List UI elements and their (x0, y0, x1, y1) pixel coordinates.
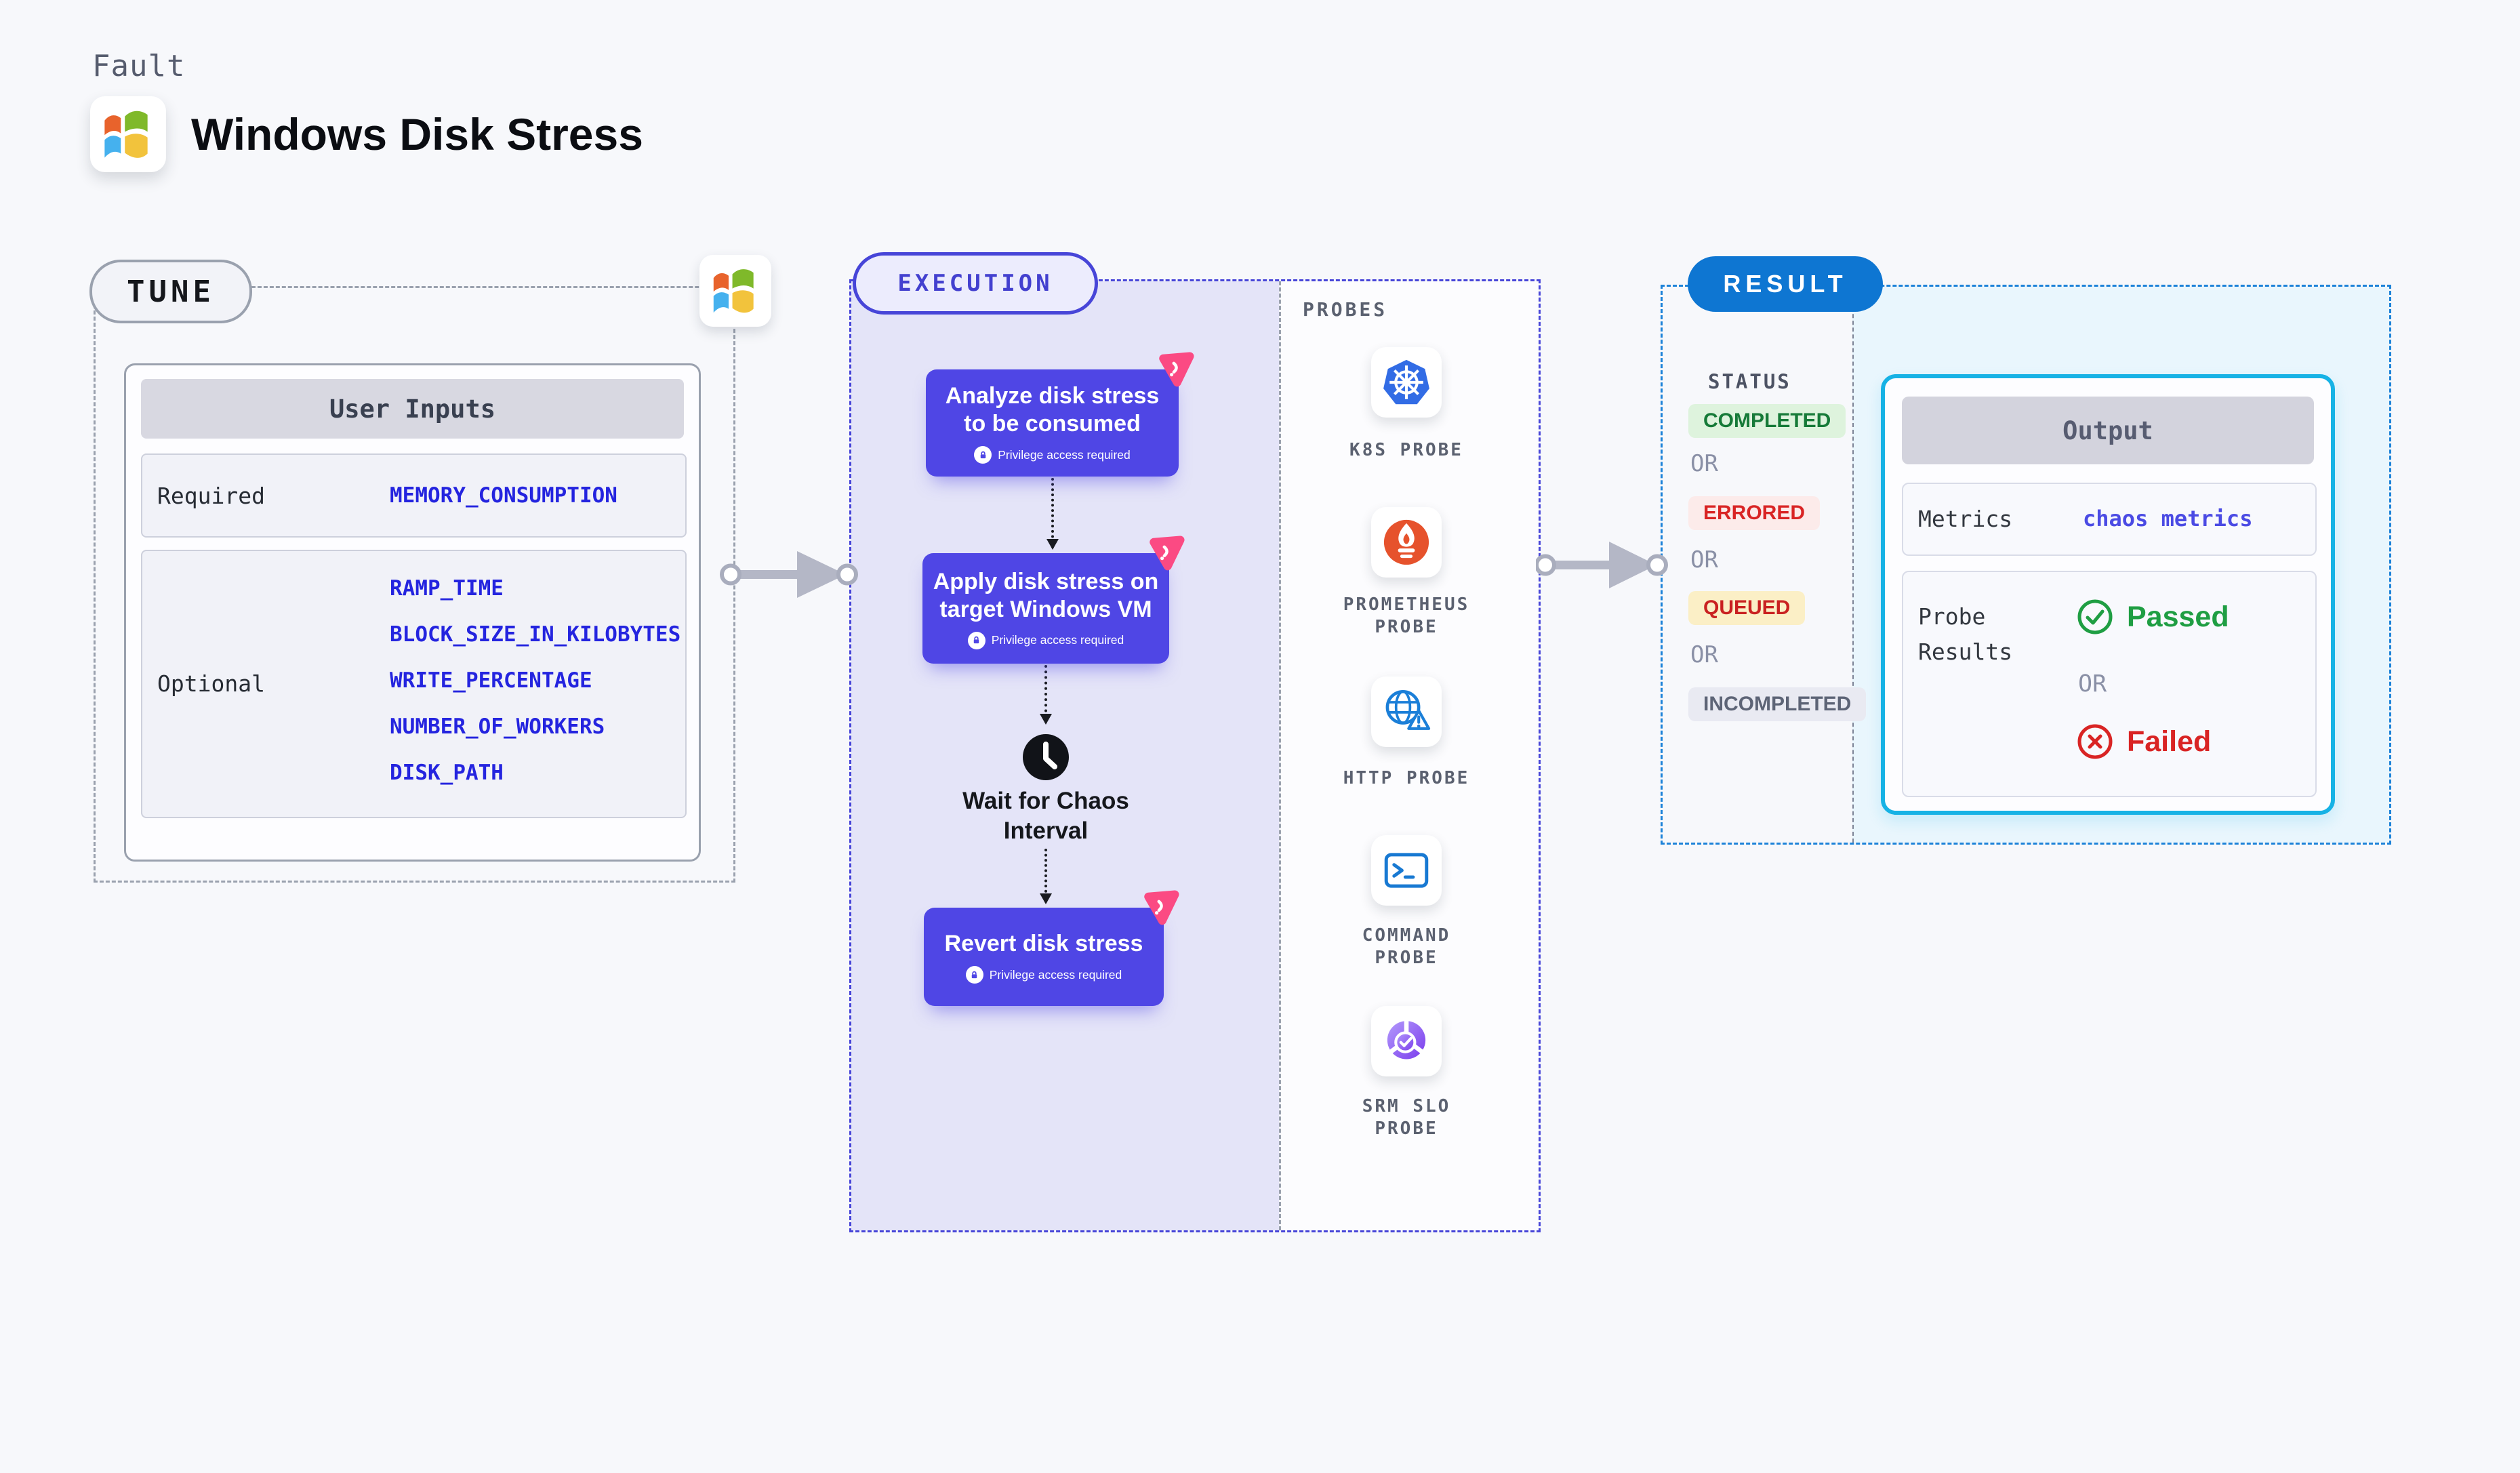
or-label: OR (1690, 546, 1718, 573)
metrics-row: Metrics chaos metrics (1902, 483, 2317, 556)
step-analyze-disk-stress: Analyze disk stress to be consumed Privi… (926, 352, 1194, 477)
status-title: STATUS (1708, 370, 1791, 393)
required-label: Required (157, 483, 265, 509)
connector-step2-wait (1040, 665, 1052, 725)
step-title: Analyze disk stress to be consumed (945, 383, 1160, 437)
slo-donut-icon (1387, 1018, 1426, 1060)
user-inputs-card: User Inputs Required MEMORY_CONSUMPTION … (124, 363, 701, 862)
output-card: Output Metrics chaos metrics Probe Resul… (1881, 374, 2335, 815)
status-badge-errored: ERRORED (1688, 496, 1821, 530)
execution-to-result-arrow (1536, 542, 1668, 588)
lock-icon (974, 446, 992, 464)
http-probe-label: HTTP PROBE (1343, 768, 1470, 788)
optional-params-row: Optional RAMP_TIME BLOCK_SIZE_IN_KILOBYT… (141, 550, 687, 818)
k8s-probe-label: K8S PROBE (1349, 440, 1463, 460)
k8s-probe-card (1371, 347, 1442, 418)
connector-step1-step2 (1046, 478, 1059, 550)
chaos-experiment-icon (1153, 349, 1196, 392)
failed-x-icon (2076, 723, 2114, 761)
prometheus-probe-label: PROMETHEUS PROBE (1343, 594, 1470, 637)
kubernetes-icon (1383, 359, 1429, 405)
step-revert-disk-stress: Revert disk stress Privilege access requ… (924, 890, 1179, 1006)
metrics-value: chaos metrics (2083, 506, 2253, 531)
optional-label: Optional (157, 670, 265, 697)
chaos-experiment-icon (1143, 533, 1187, 576)
param-number-of-workers: NUMBER_OF_WORKERS (390, 714, 605, 739)
param-memory-consumption: MEMORY_CONSUMPTION (390, 483, 617, 508)
tune-pill: TUNE (89, 260, 252, 323)
tune-to-execution-arrow (720, 551, 858, 598)
or-label: OR (2078, 670, 2107, 698)
privilege-note: Privilege access required (967, 631, 1124, 649)
required-params-row: Required MEMORY_CONSUMPTION (141, 453, 687, 538)
privilege-note: Privilege access required (974, 446, 1131, 464)
probe-results-label: Probe Results (1918, 603, 2013, 665)
srm-slo-probe-card (1371, 1006, 1442, 1076)
or-label: OR (1690, 450, 1718, 477)
command-probe-label: COMMAND PROBE (1362, 925, 1451, 968)
lock-icon (965, 966, 983, 984)
status-badge-incompleted: INCOMPLETED (1688, 687, 1867, 721)
step-title: Revert disk stress (944, 931, 1143, 956)
prometheus-probe-card (1371, 507, 1442, 578)
http-probe-card (1371, 677, 1442, 747)
execution-pill: EXECUTION (853, 252, 1098, 315)
param-ramp-time: RAMP_TIME (390, 576, 504, 601)
wait-for-chaos-label: Wait for Chaos Interval (962, 788, 1129, 844)
page-title: Windows Disk Stress (191, 109, 643, 159)
tune-windows-logo (699, 255, 771, 327)
command-probe-card (1371, 835, 1442, 906)
connector-wait-step3 (1040, 849, 1052, 904)
lock-icon (967, 631, 985, 649)
probes-panel (1279, 281, 1539, 1230)
user-inputs-header: User Inputs (141, 379, 684, 439)
passed-label: Passed (2127, 601, 2229, 633)
terminal-icon (1384, 853, 1429, 888)
status-badge-completed: COMPLETED (1688, 404, 1846, 438)
probes-title: PROBES (1303, 298, 1388, 321)
metrics-label: Metrics (1918, 506, 2013, 532)
privilege-note: Privilege access required (965, 966, 1122, 984)
http-globe-icon (1385, 689, 1431, 730)
passed-check-icon (2076, 598, 2114, 636)
param-write-percentage: WRITE_PERCENTAGE (390, 668, 592, 693)
windows-logo (90, 96, 166, 172)
prometheus-icon (1383, 519, 1429, 565)
status-badge-queued: QUEUED (1688, 591, 1806, 625)
or-label: OR (1690, 641, 1718, 668)
result-pill: RESULT (1688, 256, 1883, 312)
srm-slo-probe-label: SRM SLO PROBE (1362, 1096, 1451, 1139)
windows-flag-icon (713, 269, 754, 313)
clock-icon (1021, 733, 1070, 782)
failed-label: Failed (2127, 725, 2212, 758)
probe-results-row: Probe Results Passed OR Failed (1902, 571, 2317, 797)
chaos-experiment-icon (1138, 887, 1181, 931)
param-block-size: BLOCK_SIZE_IN_KILOBYTES (390, 622, 681, 647)
windows-flag-icon (104, 110, 148, 158)
param-disk-path: DISK_PATH (390, 761, 504, 785)
step-apply-disk-stress: Apply disk stress on target Windows VM P… (922, 536, 1185, 664)
step-title: Apply disk stress on target Windows VM (933, 568, 1159, 622)
output-header: Output (1902, 397, 2314, 464)
fault-eyebrow: Fault (92, 49, 186, 83)
